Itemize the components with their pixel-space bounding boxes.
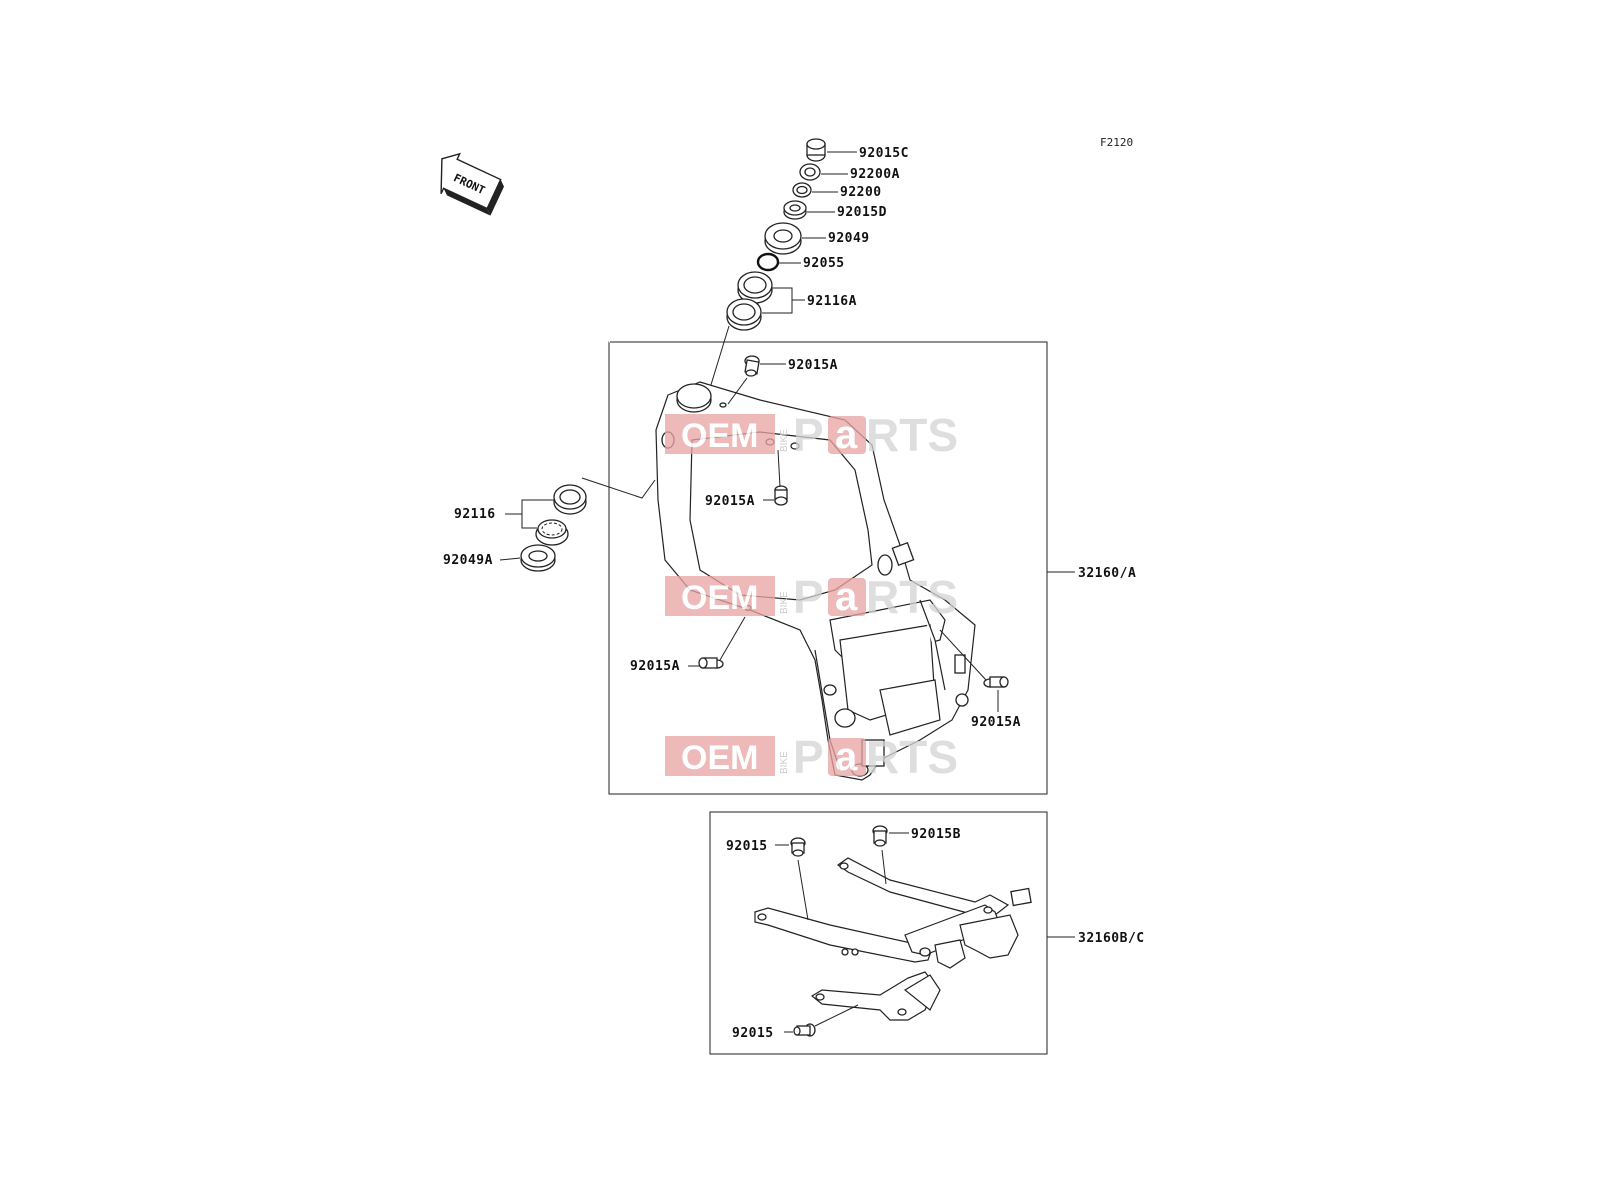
subframe-drawing — [754, 857, 1032, 1021]
bolt-92015-bottom-icon — [793, 1023, 816, 1037]
plug-92015A-left-icon — [698, 657, 724, 669]
steering-stem-parts: 92015C 92200A 92200 92015D 920 — [709, 138, 909, 389]
main-frame-drawing — [655, 381, 976, 781]
diagram-code: F2120 — [1100, 136, 1133, 149]
bearing-race-92116-icon — [553, 484, 587, 515]
label-92015A-right: 92015A — [971, 715, 1021, 730]
watermark-bike-2: BIKE — [779, 591, 790, 614]
watermark-a-1: a — [835, 413, 858, 457]
label-92015-top: 92015 — [726, 839, 768, 854]
plug-92015A-middle-icon — [774, 485, 788, 506]
label-92015D: 92015D — [837, 205, 887, 220]
watermark-oem-1: OEM — [681, 417, 758, 455]
nut-92015C-icon — [806, 138, 826, 162]
watermark-oem-2: OEM — [681, 579, 758, 617]
bearing-race-upper-icon — [737, 271, 773, 304]
watermark-rts-1: RTS — [866, 409, 958, 461]
watermark-bike-1: BIKE — [779, 429, 790, 452]
washer-92200-icon — [792, 182, 812, 198]
bearing-race-lower-icon — [726, 298, 762, 331]
label-92015-bottom: 92015 — [732, 1026, 774, 1041]
label-32160A: 32160/A — [1078, 566, 1136, 581]
watermark-oem-3: OEM — [681, 739, 758, 777]
label-92015A-left: 92015A — [630, 659, 680, 674]
plug-92015A-top-icon — [744, 355, 760, 377]
label-92116A: 92116A — [807, 294, 857, 309]
watermark-bike-3: BIKE — [779, 751, 790, 774]
watermark-a-3: a — [835, 735, 858, 779]
watermark-rts-3: RTS — [866, 731, 958, 783]
label-92015A-middle: 92015A — [705, 494, 755, 509]
nut-92015D-icon — [783, 200, 807, 220]
watermark-rts-2: RTS — [866, 571, 958, 623]
bolt-92015-top-icon — [790, 837, 806, 857]
watermark-p-1: P — [793, 409, 824, 461]
label-92200: 92200 — [840, 185, 882, 200]
washer-92200A-icon — [799, 163, 821, 181]
o-ring-92055-icon — [756, 252, 780, 272]
label-92049: 92049 — [828, 231, 870, 246]
taper-bearing-92116-icon — [535, 519, 569, 546]
watermark-p-3: P — [793, 731, 824, 783]
seal-92049-icon — [764, 222, 802, 255]
label-92015C: 92015C — [859, 146, 909, 161]
watermark-p-2: P — [793, 571, 824, 623]
label-92055: 92055 — [803, 256, 845, 271]
watermark-oem-parts-3: OEM BIKE P a RTS — [665, 731, 958, 783]
label-92049A: 92049A — [443, 553, 493, 568]
front-arrow-icon: FRONT — [440, 152, 504, 216]
bolt-92015B-icon — [872, 825, 888, 847]
plug-92015A-right-icon — [983, 676, 1009, 688]
main-frame-box — [608, 341, 1048, 795]
label-92015B: 92015B — [911, 827, 961, 842]
label-92116: 92116 — [454, 507, 496, 522]
label-32160BC: 32160B/C — [1078, 931, 1145, 946]
watermark-oem-parts-1: OEM BIKE P a RTS — [665, 409, 958, 461]
seal-92049A-icon — [520, 544, 556, 572]
watermark-a-2: a — [835, 575, 858, 619]
label-92200A: 92200A — [850, 167, 900, 182]
subframe-box — [709, 811, 1048, 1055]
label-92015A-top: 92015A — [788, 358, 838, 373]
watermark-oem-parts-2: OEM BIKE P a RTS — [665, 571, 958, 623]
